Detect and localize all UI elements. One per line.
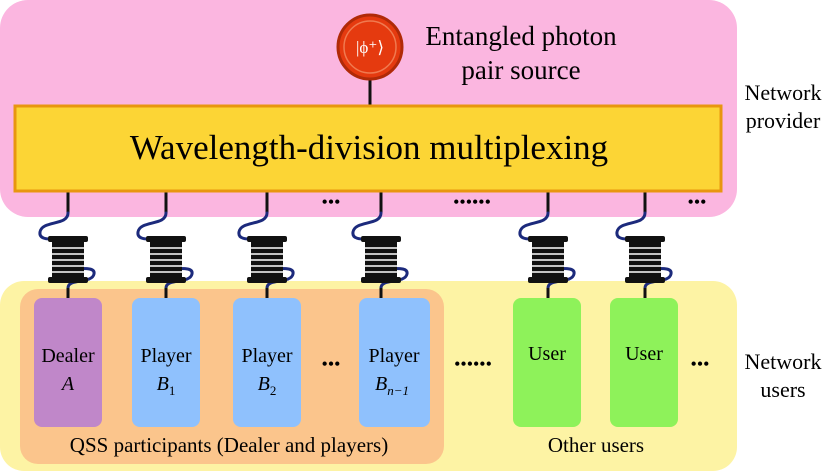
- ellipsis-provider-3: •••: [688, 192, 707, 212]
- player-b1-var: B1: [157, 373, 176, 398]
- user-node-2: User: [610, 298, 678, 427]
- player-b2-node: Player B2: [233, 298, 301, 427]
- user-node-1: User: [513, 298, 581, 427]
- entangled-source-circle: [336, 13, 404, 81]
- network-users-label-line2: users: [760, 377, 805, 402]
- user-1-label: User: [528, 343, 566, 365]
- wdm-label: Wavelength-division multiplexing: [130, 128, 608, 167]
- dealer-node: Dealer A: [34, 298, 102, 427]
- player-b1-node: Player B1: [132, 298, 200, 427]
- player-bn-1-var: Bn−1: [375, 373, 409, 398]
- dealer-var: A: [60, 373, 75, 395]
- user-2-label: User: [625, 343, 663, 365]
- player-b2-var: B2: [258, 373, 277, 398]
- ellipsis-provider-2: ••••••: [453, 192, 491, 212]
- user-fiber-stubs: [66, 288, 647, 298]
- player-bn-1-node: Player Bn−1: [359, 298, 430, 427]
- other-users-label: Other users: [548, 433, 644, 457]
- dealer-label: Dealer: [41, 345, 95, 367]
- source-inner-ring: [343, 20, 397, 74]
- fiber-coils: [38, 211, 673, 290]
- player-b2-label: Player: [241, 345, 292, 367]
- ellipsis-users-1: •••: [322, 354, 341, 374]
- source-state-label: |ϕ⁺⟩: [356, 38, 384, 57]
- fiber-links: [66, 78, 647, 213]
- network-provider-label-line1: Network: [745, 80, 822, 105]
- qss-participants-label: QSS participants (Dealer and players): [70, 433, 388, 457]
- network-provider-label-line2: provider: [746, 108, 821, 133]
- qss-participants-region: [20, 289, 444, 464]
- player-bn-1-label: Player: [368, 345, 419, 367]
- source-title-line2: pair source: [461, 55, 580, 85]
- network-users-label-line1: Network: [745, 349, 822, 374]
- source-title-line1: Entangled photon: [425, 21, 617, 51]
- ellipsis-users-3: •••: [691, 354, 710, 374]
- player-b1-label: Player: [140, 345, 191, 367]
- ellipsis-users-2: ••••••: [454, 354, 492, 374]
- ellipsis-provider-1: •••: [322, 192, 341, 212]
- wdm-box: [13, 104, 723, 193]
